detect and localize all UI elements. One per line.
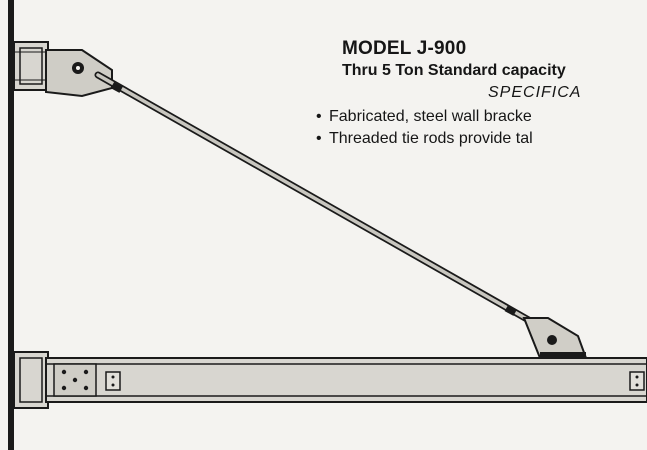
lower-wall-bracket	[13, 351, 49, 409]
feature-text: Threaded tie rods provide tal	[329, 130, 533, 147]
specifications-heading: SPECIFICA	[488, 84, 582, 101]
splice-plate	[53, 363, 97, 397]
feature-item: • Fabricated, steel wall bracke	[316, 108, 532, 126]
end-stop-right	[629, 371, 645, 391]
capacity-line: Thru 5 Ton Standard capacity	[342, 62, 566, 79]
wall-column	[8, 0, 14, 450]
upper-pivot	[45, 49, 113, 98]
end-stop-left	[105, 371, 121, 391]
model-title: MODEL J-900	[342, 38, 467, 59]
boom-beam	[45, 357, 647, 403]
beam-rod-clevis	[522, 317, 588, 359]
feature-text: Fabricated, steel wall bracke	[329, 108, 532, 125]
bullet-icon: •	[316, 108, 322, 125]
feature-item: • Threaded tie rods provide tal	[316, 130, 533, 148]
bullet-icon: •	[316, 130, 322, 147]
upper-wall-bracket	[13, 41, 49, 91]
tie-rod	[94, 71, 559, 339]
